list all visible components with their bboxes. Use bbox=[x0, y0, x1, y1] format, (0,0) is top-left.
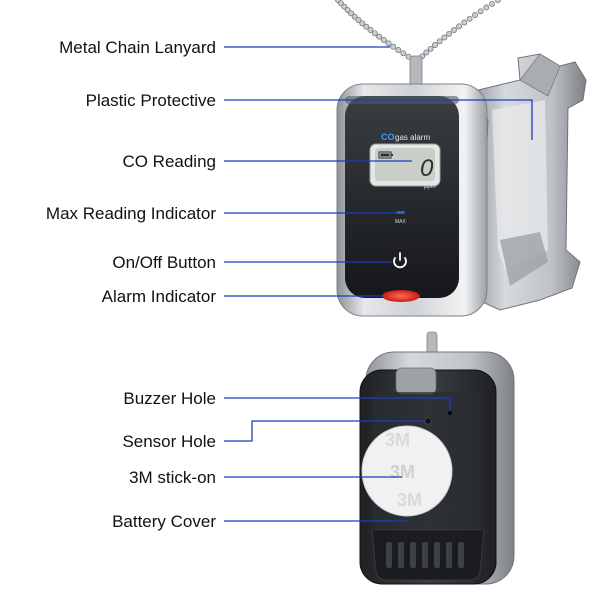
chain-bead bbox=[427, 45, 434, 52]
chain-bead bbox=[348, 10, 355, 17]
sticker-text-mid: 3M bbox=[390, 462, 415, 482]
label-alarm: Alarm Indicator bbox=[102, 287, 217, 306]
chain-bead bbox=[441, 34, 448, 41]
chain-bead bbox=[472, 12, 478, 18]
label-protective: Plastic Protective bbox=[86, 91, 216, 110]
chain-bead bbox=[461, 19, 468, 26]
chain-bead bbox=[436, 38, 443, 45]
label-buzzer: Buzzer Hole bbox=[123, 389, 216, 408]
plastic-protective-case bbox=[469, 53, 587, 311]
front-device: CO gas alarm 0 ppm MAX bbox=[336, 55, 488, 317]
chain-bead bbox=[371, 30, 378, 37]
chain-bead bbox=[451, 27, 457, 33]
leader-lines bbox=[224, 46, 533, 522]
lcd-value: 0 bbox=[420, 155, 434, 182]
chain-bead bbox=[400, 50, 407, 57]
chain-bead bbox=[351, 13, 358, 20]
leader-protective bbox=[224, 99, 533, 140]
max-led bbox=[396, 211, 405, 214]
chain-bead bbox=[395, 47, 402, 53]
sticker-text-top: 3M bbox=[385, 430, 410, 450]
label-stick: 3M stick-on bbox=[129, 468, 216, 487]
battery-cover bbox=[371, 529, 485, 581]
buzzer-hole bbox=[447, 410, 453, 416]
chain-bead bbox=[380, 37, 387, 43]
leader-buzzer bbox=[224, 397, 451, 411]
brand-co-text: CO bbox=[381, 132, 395, 142]
label-max: Max Reading Indicator bbox=[46, 204, 216, 223]
label-co-reading: CO Reading bbox=[122, 152, 216, 171]
unit-text: ppm bbox=[424, 184, 436, 190]
alarm-led bbox=[382, 290, 420, 302]
chain-bead bbox=[495, 0, 501, 3]
back-device: 3M 3M 3M bbox=[359, 331, 515, 585]
chain-bead bbox=[423, 49, 430, 56]
chain-bead bbox=[466, 15, 473, 22]
chain-bead bbox=[456, 23, 463, 30]
label-sensor: Sensor Hole bbox=[122, 432, 216, 451]
metal-chain-lanyard bbox=[335, 0, 501, 63]
label-chain: Metal Chain Lanyard bbox=[59, 38, 216, 57]
battery-icon bbox=[378, 151, 393, 159]
3m-sticker: 3M 3M 3M bbox=[361, 425, 453, 517]
chain-bead bbox=[355, 17, 362, 23]
brand-gas-alarm-text: gas alarm bbox=[395, 133, 430, 142]
chain-bead bbox=[344, 7, 351, 13]
max-text: MAX bbox=[395, 219, 407, 225]
power-icon[interactable] bbox=[393, 252, 407, 269]
chain-bead bbox=[359, 20, 366, 27]
chain-bead bbox=[385, 40, 392, 47]
chain-bead bbox=[432, 42, 438, 48]
chain-bead bbox=[489, 0, 496, 7]
label-battery: Battery Cover bbox=[112, 512, 216, 531]
leader-sensor bbox=[224, 420, 426, 442]
chain-bead bbox=[376, 33, 383, 40]
chain-bead bbox=[367, 27, 374, 33]
lcd-screen bbox=[375, 148, 435, 181]
chain-bead bbox=[363, 23, 370, 30]
chain-bead bbox=[446, 30, 453, 37]
label-onoff: On/Off Button bbox=[112, 253, 216, 272]
chain-bead bbox=[483, 4, 490, 11]
chain-bead bbox=[390, 43, 397, 50]
chain-bead bbox=[477, 8, 484, 15]
callout-labels: Metal Chain Lanyard Plastic Protective C… bbox=[46, 38, 216, 531]
sticker-text-low: 3M bbox=[397, 490, 422, 510]
